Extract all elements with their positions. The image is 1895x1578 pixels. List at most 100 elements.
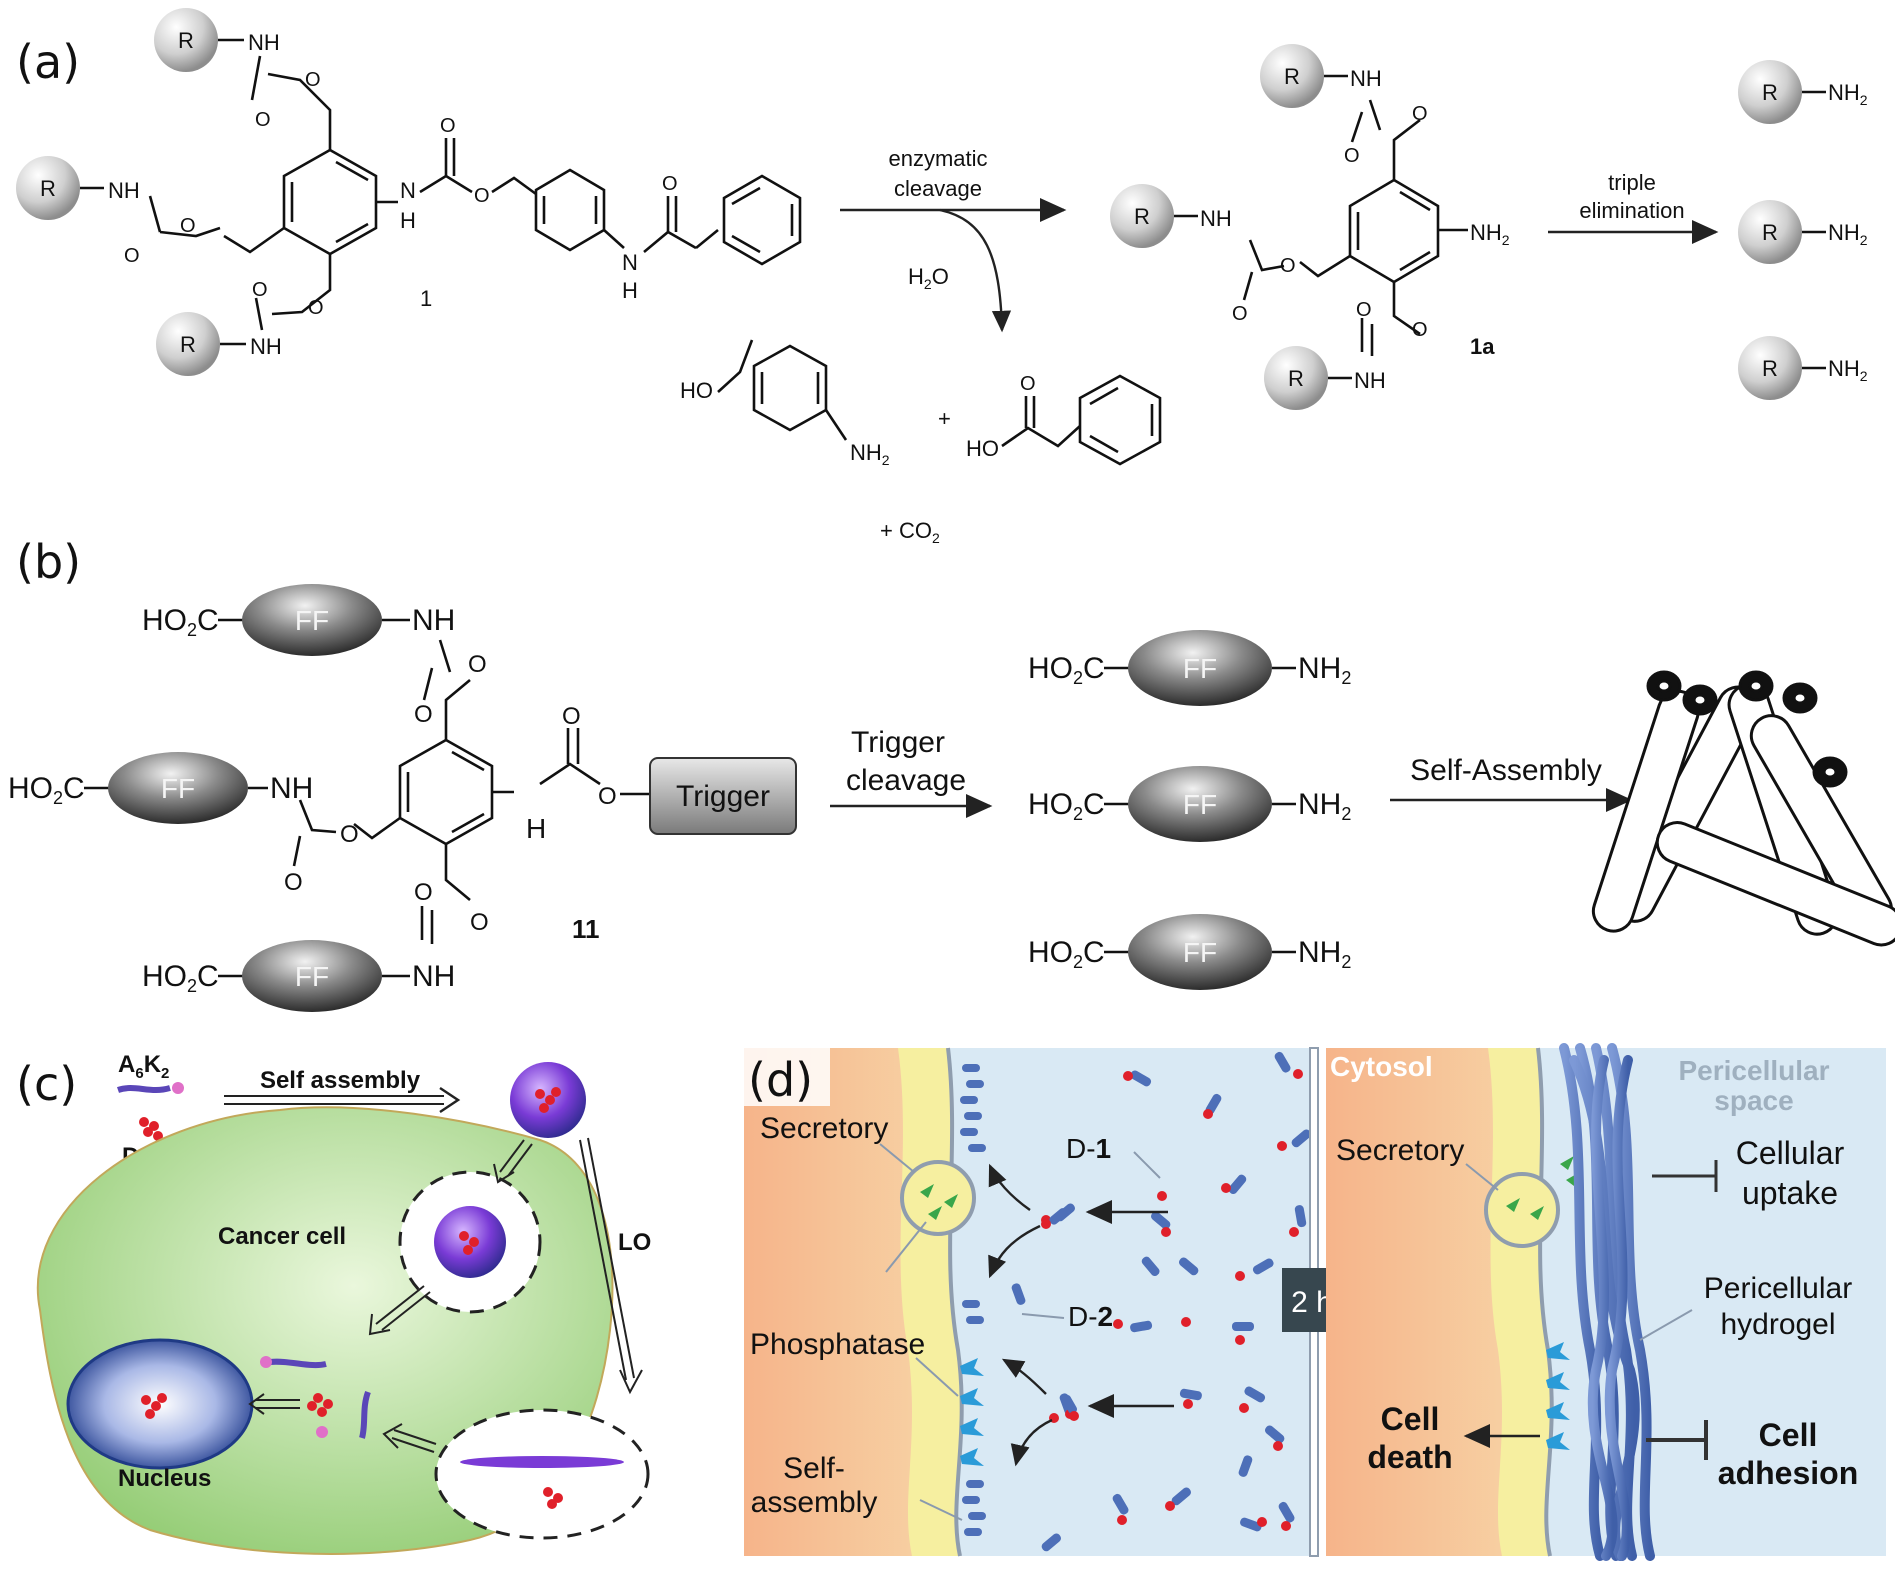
cell-adhesion-label-2: adhesion [1718,1455,1858,1491]
ff-label: FF [1183,937,1217,968]
membrane-assembly [960,1064,986,1536]
o-atom: O [1412,103,1428,125]
r-group-left: R NH [16,156,140,220]
hydrogel-label-1: Pericellular [1704,1272,1852,1305]
o-atom: O [414,701,433,728]
phosphatase-label: Phosphatase [750,1328,925,1361]
cytosol-label: Cytosol [1330,1051,1433,1082]
cell-adhesion-label-1: Cell [1759,1417,1818,1453]
arrow-self-assembly-c: Self assembly [224,1067,461,1114]
arrow-self-assembly-b: Self-Assembly [1390,754,1633,812]
o-atom: O [414,879,433,906]
nh2-label: NH2 [1828,220,1868,248]
r-sphere [16,156,80,220]
arrow-triple-elimination: triple elimination [1548,170,1719,244]
arrow-label-top: triple [1608,170,1656,195]
ff-product-3: HO2C FF NH2 [1028,914,1351,990]
o-atom: O [180,215,196,237]
phosphatase-membrane-icons [960,1358,984,1466]
o-atom: O [124,245,140,267]
ff-label: FF [1183,653,1217,684]
panel-c-label: (c) [16,1057,77,1111]
arrow-label-top: Trigger [851,726,945,759]
nh-label: NH [412,960,455,993]
d1-label: D-1 [1066,1133,1111,1164]
r-label: R [1762,220,1778,245]
nh-label: NH [1200,206,1232,231]
compound-1-label: 1 [420,286,432,311]
ho2c-label: HO2C [1028,652,1105,688]
arrows-d-left [988,1163,1174,1467]
panel-b: (b) HO2C FF NH HO2C FF NH HO2C FF NH [8,535,1895,1012]
ho2c-label: HO2C [1028,936,1105,972]
nh2-label: NH2 [1298,652,1351,688]
cell-death-label-1: Cell [1381,1401,1440,1437]
arrow-label-bottom: cleavage [894,176,982,201]
ff-ellipsoid [242,584,382,656]
r-label: R [1284,64,1300,89]
plus-sign: + [938,406,951,431]
co2-label: + CO2 [880,518,940,546]
h-atom: H [622,278,638,303]
arrow-label-bottom: cleavage [846,764,966,797]
panel-d-label: (d) [748,1053,813,1107]
nh2-label: NH2 [1828,356,1868,384]
trigger-box [649,757,797,835]
r-sphere [156,312,220,376]
trigger-label: Trigger [676,780,770,813]
ff-ellipsoid [242,940,382,1012]
o-atom: O [305,69,321,91]
water-label: H2O [908,264,949,292]
dox-icon [139,1117,163,1141]
o-atom: O [1232,303,1248,325]
panel-a: (a) R NH R NH R NH O [16,8,1868,546]
r-sphere [1110,184,1174,248]
ff-label: FF [161,773,195,804]
arrow-label-top: enzymatic [888,146,987,171]
compound-1-structure: O O O O O O N H O O N H [124,55,802,331]
time-label: 2 h [1291,1286,1333,1319]
cellular-uptake-label-1: Cellular [1736,1135,1845,1171]
o-atom: O [1344,145,1360,167]
o-atom: O [1356,299,1372,321]
phosphatase-icons [920,1184,958,1220]
r-group-top: R NH [154,8,280,72]
r-label: R [1762,356,1778,381]
compound-11-label: 11 [572,914,600,944]
panel-b-label: (b) [16,535,81,589]
arrow-label-bottom: elimination [1579,198,1684,223]
r-label: R [40,176,56,201]
o-atom: O [662,173,678,195]
peptide-head-icon [172,1082,184,1094]
nh-label: NH [250,334,282,359]
nanotube-bundle [1591,670,1895,947]
o-atom: O [1412,319,1428,341]
r-sphere [154,8,218,72]
ff-group-left: HO2C FF NH [8,752,313,824]
product-2: R NH2 [1738,200,1868,264]
o-atom: O [284,869,303,896]
secretory-vesicle [900,1160,976,1236]
r-group-bottom: R NH [156,312,282,376]
r-label: R [1762,80,1778,105]
hydrogel-label-2: hydrogel [1720,1308,1835,1341]
panel-a-label: (a) [16,35,80,89]
labeled-molecules [1041,1208,1079,1421]
ho2c-label: HO2C [142,604,219,640]
nh-label: NH [1354,368,1386,393]
secretory-label-right: Secretory [1336,1134,1464,1167]
ff-group-bottom: HO2C FF NH [142,940,455,1012]
pericellular-space-label-2: space [1714,1085,1793,1116]
nh-label: NH [1350,66,1382,91]
ff-label: FF [295,961,329,992]
o-atom: O [440,115,456,137]
h-atom: H [400,208,416,233]
r-label: R [178,28,194,53]
panel-d: D-1 D-2 Secretory Phosphatase Self- asse… [744,1043,1886,1561]
nh2-label: NH2 [1828,80,1868,108]
lo-circle [434,1408,650,1540]
ff-group-top: HO2C FF NH [142,584,455,656]
o-atom: O [470,909,489,936]
nh-label: NH [108,178,140,203]
o-atom: O [340,821,359,848]
